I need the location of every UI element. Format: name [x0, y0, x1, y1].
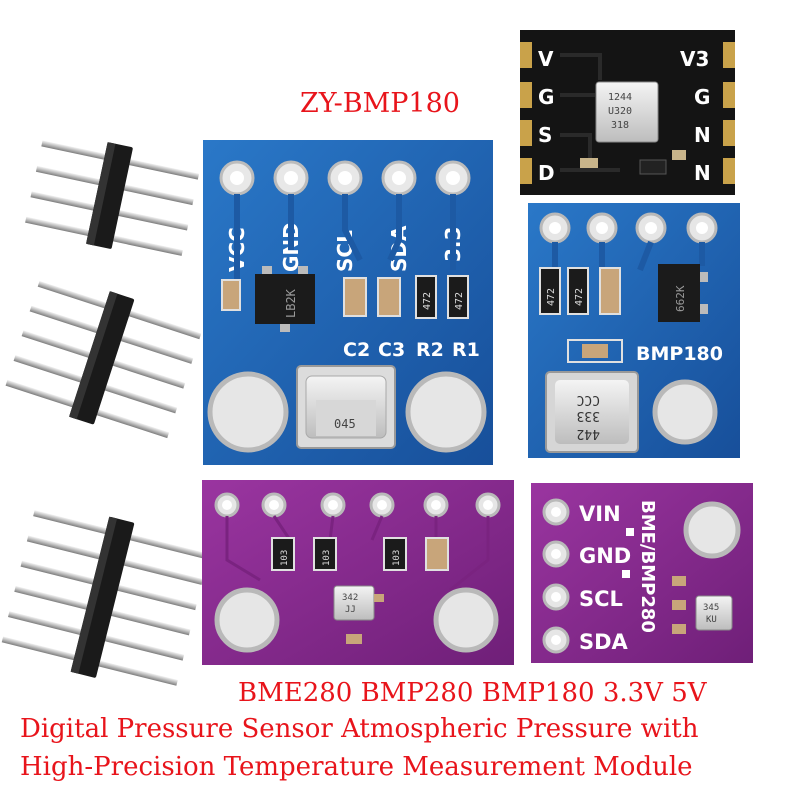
purple-left-board: 103 103 103 342 JJ — [202, 480, 514, 665]
blue-large-resistor-1: 472 — [422, 292, 433, 310]
blue-small-name: BMP180 — [636, 343, 723, 365]
blue-small-board: 472 472 662K BMP180 CCC 333 442 — [528, 203, 740, 458]
black-board: V G S D V3 G N N 1244 U320 318 — [520, 30, 735, 195]
caption-line-2: Digital Pressure Sensor Atmospheric Pres… — [20, 714, 699, 744]
blue-large-resistor-2: 472 — [454, 292, 465, 310]
blue-small-regulator-text: 662K — [674, 285, 687, 312]
blue-large-label-c2: C2 — [343, 339, 370, 361]
blue-large-label-r2: R2 — [416, 339, 444, 361]
purple-left-resistor-3: 103 — [392, 550, 402, 566]
blue-large-label-c3: C3 — [378, 339, 405, 361]
black-chip-text-1: 1244 — [608, 92, 632, 103]
black-chip-text-2: U320 — [608, 106, 632, 117]
black-pin-left-1: V — [538, 47, 554, 71]
pin-header-middle — [5, 280, 202, 439]
blue-large-board: VCC GND SCL SDA 3.3 LB2K 472 472 C2 C3 R… — [203, 140, 493, 465]
black-chip-text-3: 318 — [611, 120, 629, 131]
blue-small-chip-text-3: 442 — [577, 426, 600, 441]
black-pin-left-4: D — [538, 161, 555, 185]
black-pin-right-4: N — [694, 161, 711, 185]
purple-right-chip-text-2: KU — [706, 615, 717, 625]
blue-small-chip-text-1: CCC — [577, 392, 600, 407]
black-pin-left-2: G — [538, 85, 554, 109]
purple-left-chip-text-2: JJ — [345, 605, 356, 615]
purple-right-pin-scl: SCL — [579, 587, 623, 611]
black-pin-left-3: S — [538, 123, 552, 147]
caption-line-3: High-Precision Temperature Measurement M… — [20, 752, 693, 782]
blue-large-label-r1: R1 — [452, 339, 480, 361]
blue-small-resistor-1: 472 — [546, 288, 557, 306]
purple-right-board: VIN GND SCL SDA BME/BMP280 345 KU — [531, 483, 753, 663]
purple-right-pin-sda: SDA — [579, 630, 629, 654]
purple-left-resistor-1: 103 — [280, 550, 290, 566]
purple-left-resistor-2: 103 — [322, 550, 332, 566]
purple-left-chip-text-1: 342 — [342, 593, 358, 603]
black-pin-right-3: N — [694, 123, 711, 147]
zy-bmp180-label: ZY-BMP180 — [300, 88, 460, 119]
purple-right-chip-text-1: 345 — [703, 603, 719, 613]
caption-line-1: BME280 BMP280 BMP180 3.3V 5V — [238, 678, 707, 708]
blue-small-chip-text-2: 333 — [577, 408, 600, 423]
pin-header-bottom — [1, 510, 210, 686]
blue-small-resistor-2: 472 — [574, 288, 585, 306]
black-pin-right-1: V3 — [680, 47, 709, 71]
blue-large-chip-text: 045 — [334, 417, 356, 431]
black-pin-right-2: G — [694, 85, 710, 109]
purple-right-pin-gnd: GND — [579, 544, 631, 568]
purple-right-pin-vin: VIN — [579, 502, 621, 526]
blue-large-regulator-text: LB2K — [284, 288, 298, 318]
pin-header-top — [25, 140, 200, 256]
purple-right-name: BME/BMP280 — [637, 500, 658, 633]
